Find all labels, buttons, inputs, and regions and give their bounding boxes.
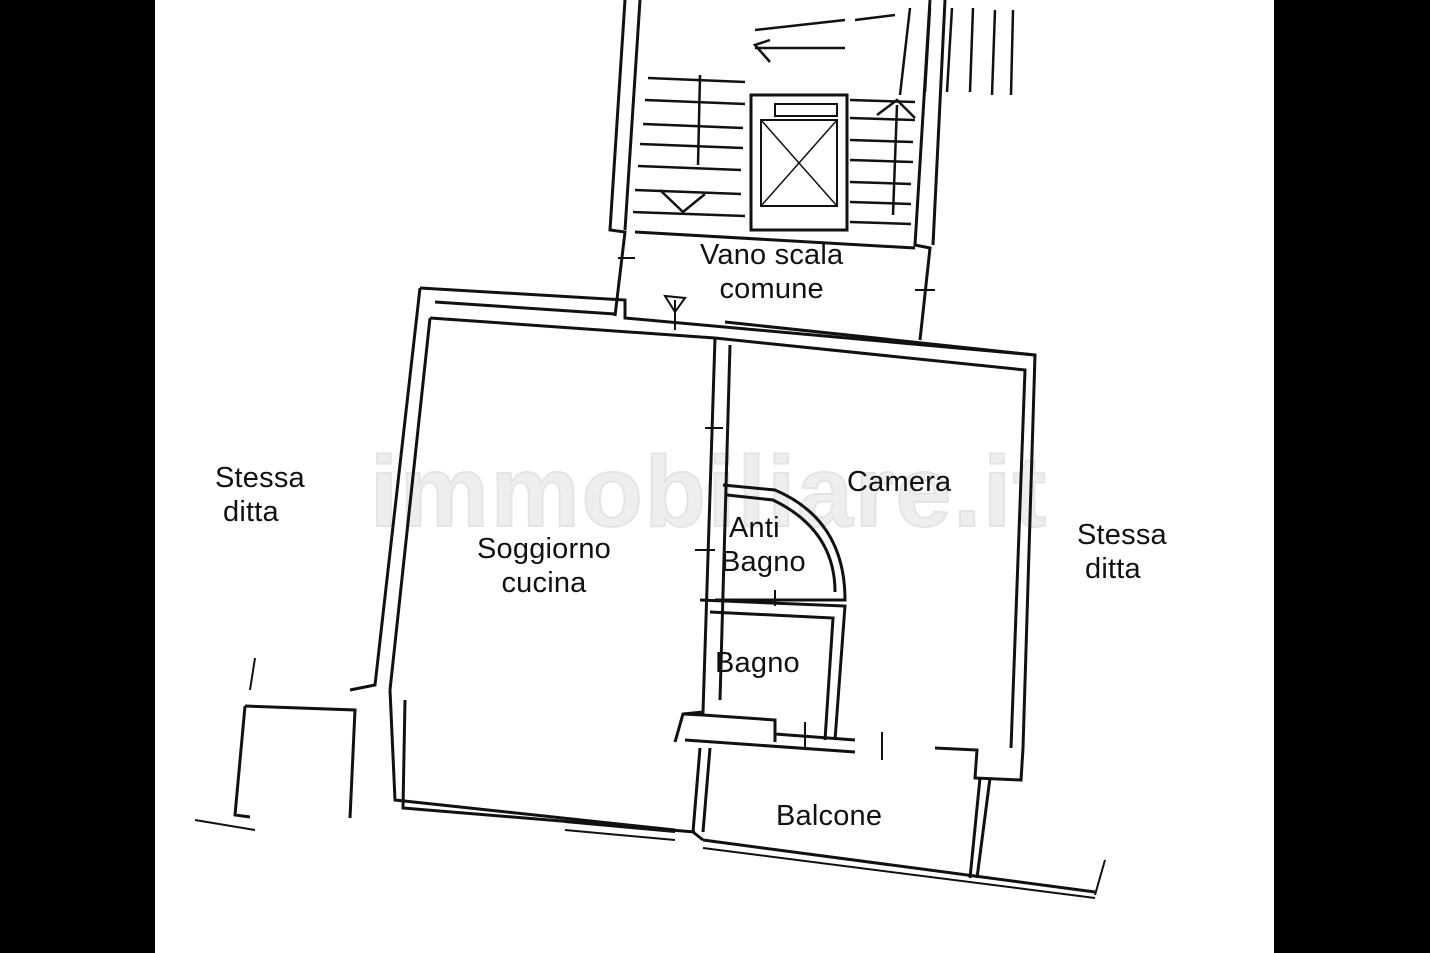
room-stair: Vano scala comune [700, 238, 843, 306]
neighbor-left-line2: ditta [223, 496, 279, 528]
stair-treads-top [752, 7, 1015, 96]
elevator-shaft [749, 93, 849, 232]
stair-wall-right [913, 0, 932, 341]
entrance-marker [663, 294, 687, 314]
apartment-outer-wall [419, 286, 1037, 782]
room-stair-line2: comune [719, 273, 824, 305]
balcony-edge [702, 838, 1096, 894]
room-living: Soggiorno cucina [477, 532, 611, 600]
neighbor-right-line2: ditta [1085, 553, 1141, 585]
room-bedroom: Camera [847, 466, 952, 498]
room-balcony: Balcone [776, 800, 883, 832]
room-living-line2: cucina [501, 567, 587, 599]
neighbor-left-line1: Stessa [215, 462, 305, 494]
room-bath: Bagno [715, 647, 800, 679]
bath-bottom-wall [682, 712, 777, 742]
neighbor-left: Stessa ditta [215, 461, 305, 529]
stair-treads-right [849, 98, 916, 226]
antibath-wall [715, 483, 847, 602]
stair-wall-left [608, 0, 627, 317]
room-living-line1: Soggiorno [477, 533, 612, 565]
floorplan-canvas: immobiliare.it [155, 0, 1274, 953]
floorplan-drawing [194, 0, 1106, 899]
left-neighbor-wall [233, 705, 251, 819]
room-stair-line1: Vano scala [700, 239, 844, 271]
room-antibath: Anti Bagno [721, 511, 806, 579]
living-bath-wall [673, 337, 717, 743]
balcony-wall-right [968, 777, 982, 879]
neighbor-right-line1: Stessa [1077, 519, 1167, 551]
stair-treads-left [632, 74, 746, 218]
neighbor-right: Stessa ditta [1077, 518, 1167, 586]
balcony-wall-left [691, 747, 704, 842]
room-antibath-line2: Bagno [721, 546, 806, 578]
room-antibath-line1: Anti [729, 512, 780, 544]
